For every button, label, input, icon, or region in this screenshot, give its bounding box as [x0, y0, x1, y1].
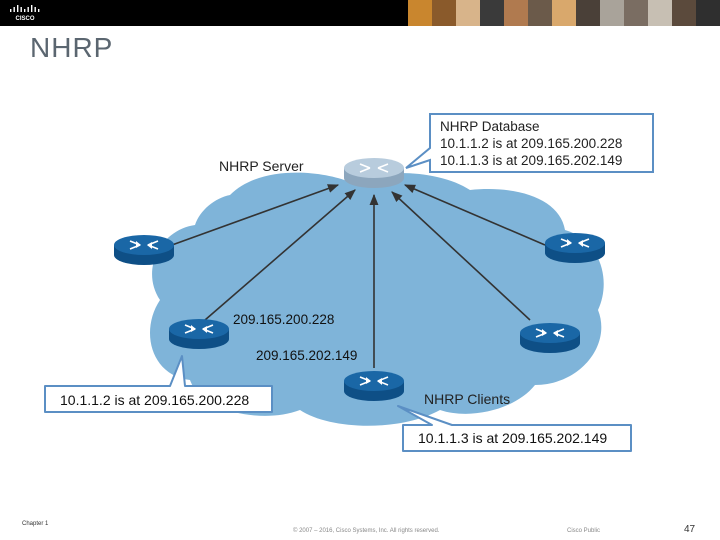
arrow-upper-right: [403, 184, 546, 246]
footer-chapter: Chapter 1: [22, 521, 49, 527]
bottom-client-address: 209.165.202.149: [256, 348, 357, 363]
database-entry: 10.1.1.2 is at 209.165.200.228: [440, 136, 622, 151]
bottom-client-callout-text: 10.1.1.3 is at 209.165.202.149: [418, 430, 607, 446]
router-lower-left-icon: [168, 318, 230, 350]
arrow-lower-left: [204, 189, 356, 321]
page-number: 47: [684, 524, 696, 535]
left-client-callout: 10.1.1.2 is at 209.165.200.228: [44, 355, 273, 413]
left-client-callout-text: 10.1.1.2 is at 209.165.200.228: [60, 392, 249, 408]
nhrp-database-callout: NHRP Database 10.1.1.2 is at 209.165.200…: [405, 113, 654, 173]
left-client-address: 209.165.200.228: [233, 312, 334, 327]
cisco-logo: CISCO: [10, 5, 40, 22]
router-upper-right-icon: [544, 232, 606, 264]
page-title: NHRP: [30, 32, 114, 63]
network-cloud: [150, 172, 604, 426]
router-bottom-icon: [343, 370, 405, 402]
bottom-client-callout: 10.1.1.3 is at 209.165.202.149: [397, 405, 632, 452]
nhrp-server-label: NHRP Server: [219, 158, 304, 174]
header-bar: CISCO: [0, 0, 720, 26]
nhrp-clients-label: NHRP Clients: [424, 391, 510, 407]
arrow-lower-right: [391, 191, 531, 321]
router-upper-left-icon: [113, 234, 175, 266]
header-photo-strip: [408, 0, 720, 26]
footer-copyright: © 2007 – 2016, Cisco Systems, Inc. All r…: [293, 528, 440, 534]
footer-classification: Cisco Public: [567, 528, 601, 534]
database-entry: 10.1.1.3 is at 209.165.202.149: [440, 153, 622, 168]
database-title: NHRP Database: [440, 119, 540, 134]
svg-text:CISCO: CISCO: [15, 16, 34, 22]
arrow-upper-left: [171, 184, 340, 246]
router-lower-right-icon: [519, 322, 581, 354]
nhrp-server-router-icon: [343, 157, 405, 189]
